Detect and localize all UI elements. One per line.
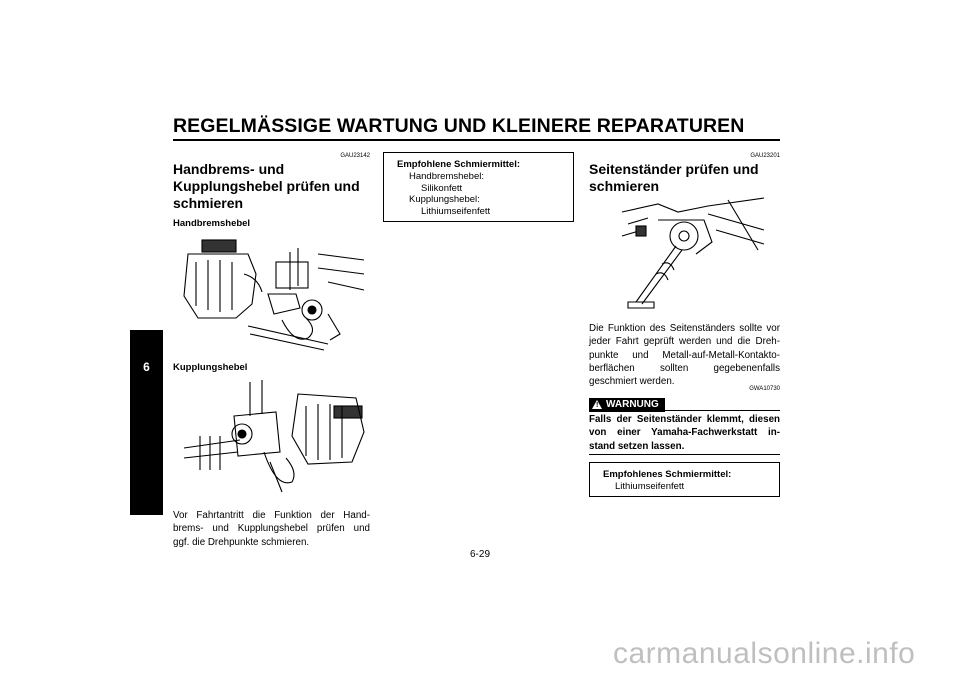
footpeg (635, 225, 647, 237)
body-text-line: jeder Fahrt geprüft werden und die Dreh- (589, 336, 780, 348)
clutch-lever-illustration (180, 376, 370, 496)
section-heading-sidestand: Seitenständer prüfen und schmieren (589, 161, 759, 195)
warning-top-rule (589, 410, 780, 412)
sidestand-drawing (621, 197, 765, 309)
heading-line: Seitenständer prüfen und (589, 161, 759, 177)
chapter-tab-number: 6 (143, 360, 150, 374)
warning-header: ! WARNUNG (589, 396, 665, 414)
heading-line: Kupplungshebel prüfen und (173, 178, 360, 194)
page-header-title: REGELMÄSSIGE WARTUNG UND KLEINERE REPARA… (173, 115, 745, 137)
body-text-line: punkte und Metall-auf-Metall-Kontakto- (589, 349, 780, 361)
lubricant-item-label: Kupplungshebel: (409, 194, 480, 206)
warning-bottom-rule (589, 454, 780, 456)
warning-text-line: Falls der Seitenständer klemmt, diesen (589, 414, 780, 425)
warning-icon: ! (592, 400, 602, 409)
body-text-line: geschmiert werden. (589, 376, 675, 388)
body-text-line: berflächen sollten gegebenenfalls (589, 362, 780, 374)
lubricant-item-value: Lithiumseifenfett (421, 206, 491, 218)
sidestand-illustration (618, 190, 768, 315)
body-text-line: brems- und Kupplungshebel prüfen und (173, 523, 370, 535)
section-code: GAU23142 (340, 153, 370, 159)
heading-line: schmieren (589, 178, 660, 194)
page-number: 6-29 (469, 549, 490, 560)
lubricant-item-value: Silikonfett (421, 182, 463, 194)
brake-lever-label: Handbremshebel (173, 218, 251, 229)
chapter-tab (130, 330, 163, 515)
warning-text-line: von einer Yamaha-Fachwerkstatt in- (589, 427, 780, 439)
lubricants-box-title: Empfohlene Schmiermittel: (397, 159, 520, 170)
header-rule (173, 139, 780, 141)
clutch-lever-label: Kupplungshebel (173, 362, 248, 373)
heading-line: Handbrems- und (173, 161, 285, 177)
clutch-lever-drawing (183, 380, 365, 493)
warning-badge: ! WARNUNG (589, 397, 665, 412)
body-text-line: Die Funktion des Seitenständers sollte v… (589, 323, 780, 334)
lubricant-item-value: Lithiumseifenfett (615, 480, 685, 492)
brake-lever-drawing (183, 239, 365, 351)
brake-lever-illustration (178, 234, 368, 354)
lubricant-item-label: Handbremshebel: (409, 170, 484, 182)
section-heading-levers: Handbrems- und Kupplungshebel prüfen und… (173, 161, 360, 212)
warning-code: GWA10730 (749, 386, 780, 392)
recommended-lubricants-box: Empfohlene Schmiermittel: Handbremshebel… (383, 152, 574, 222)
lubricant-box-title: Empfohlenes Schmiermittel: (603, 469, 732, 480)
sidestand-body-text: Die Funktion des Seitenständers sollte v… (589, 322, 780, 388)
recommended-lubricant-box: Empfohlenes Schmiermittel: Lithiumseifen… (589, 462, 780, 497)
section-code: GAU23201 (750, 153, 780, 159)
warning-text: Falls der Seitenständer klemmt, diesen v… (589, 413, 780, 453)
warning-text-line: stand setzen lassen. (589, 440, 685, 452)
warning-label: WARNUNG (606, 398, 659, 410)
glove-cuff (333, 405, 363, 419)
levers-body-text: Vor Fahrtantritt die Funktion der Hand- … (173, 509, 370, 549)
watermark-link[interactable]: carmanualsonline.info (613, 637, 916, 670)
glove-cuff (201, 239, 237, 253)
heading-line: schmieren (173, 195, 244, 211)
body-text-line: Vor Fahrtantritt die Funktion der Hand- (173, 510, 370, 521)
body-text-line: ggf. die Drehpunkte schmieren. (173, 536, 310, 548)
